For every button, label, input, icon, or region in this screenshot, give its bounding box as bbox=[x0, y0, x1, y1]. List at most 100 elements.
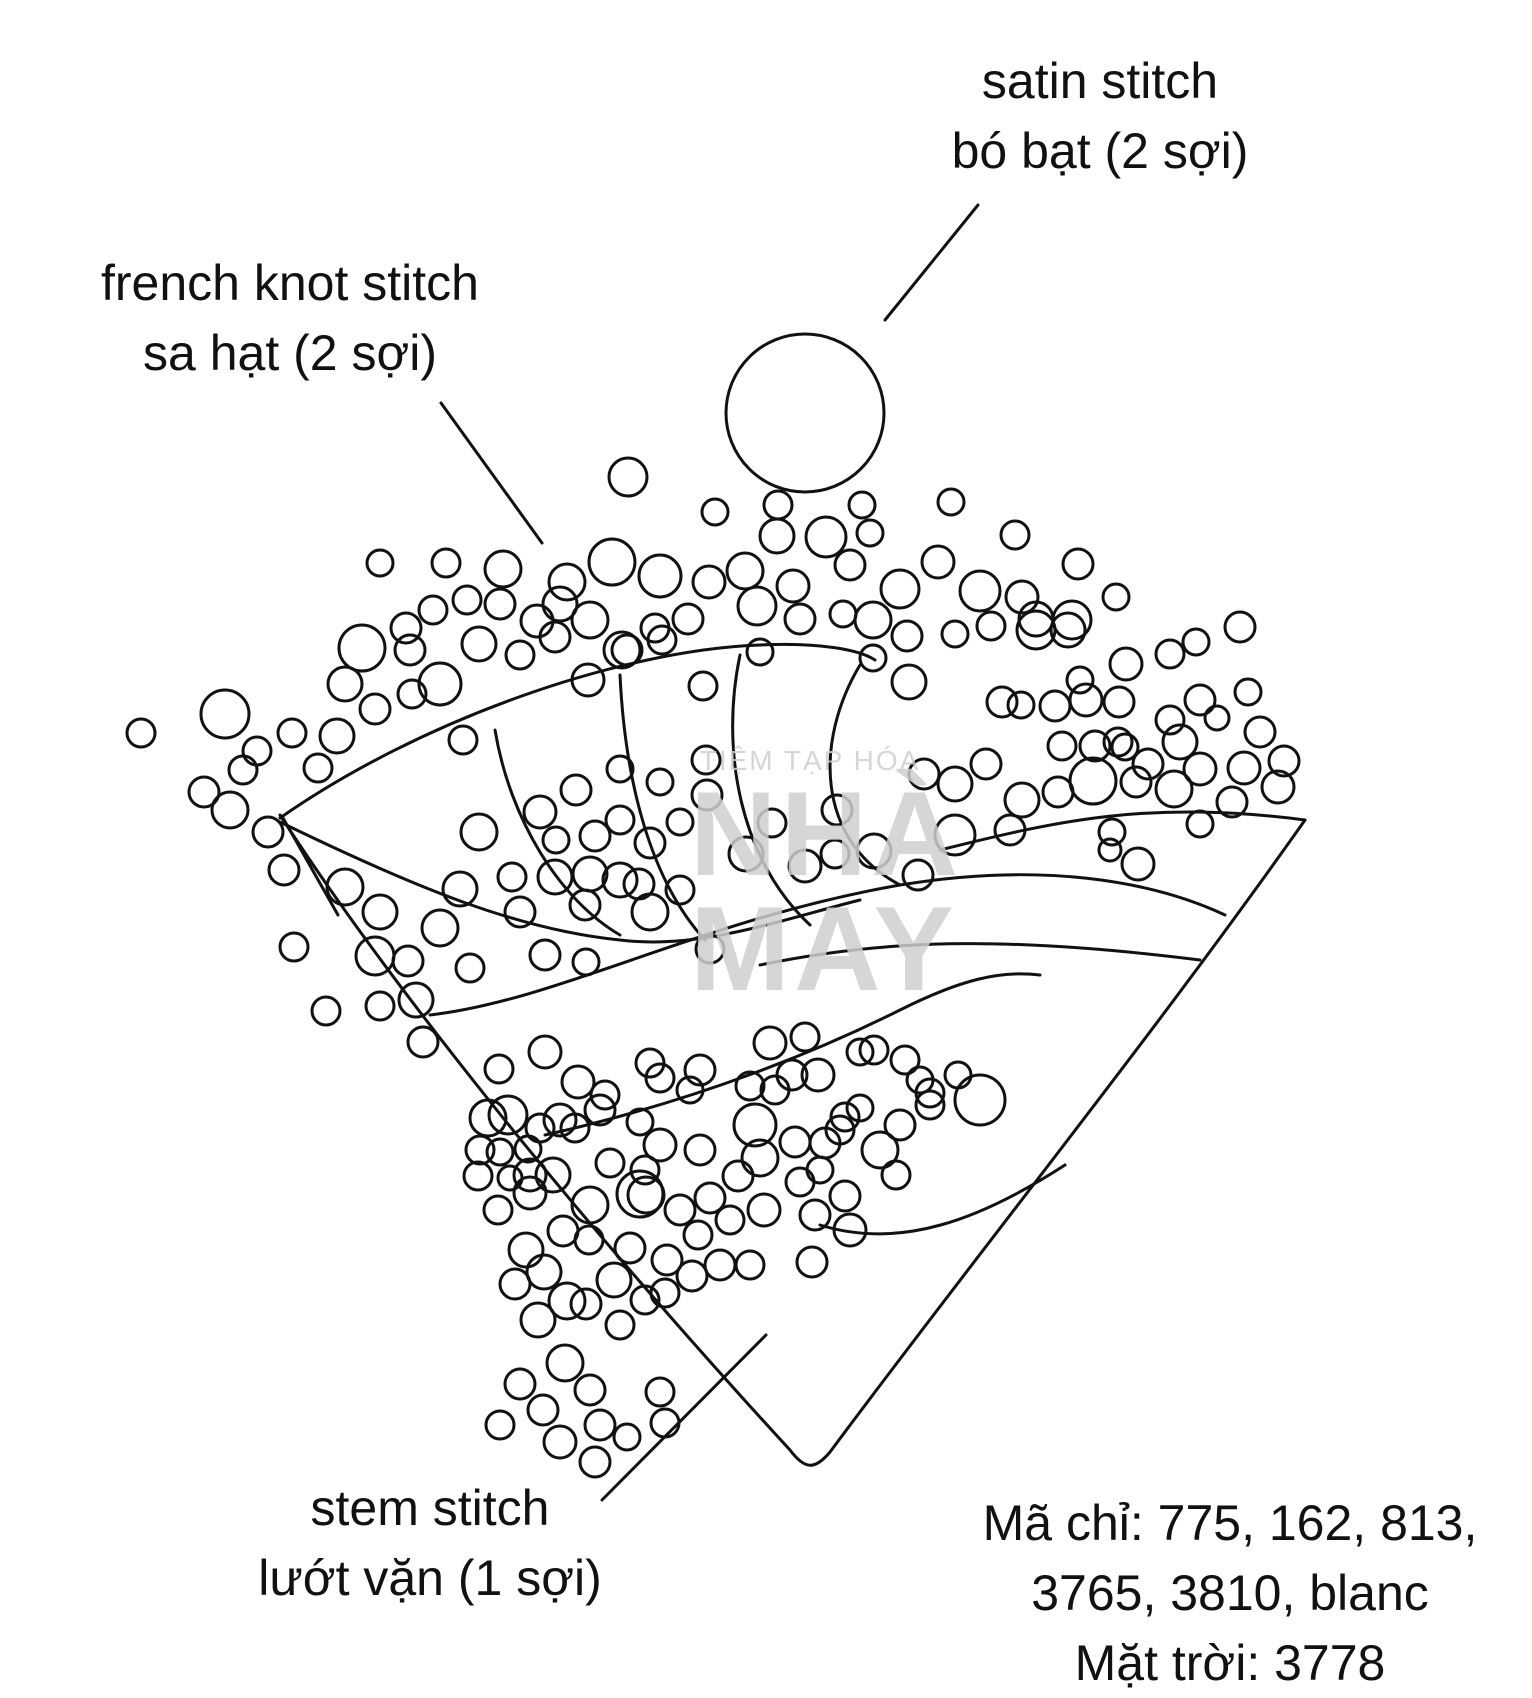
french-knot bbox=[1223, 610, 1257, 644]
french-knot bbox=[953, 1073, 1007, 1127]
french-knot bbox=[649, 1277, 681, 1309]
french-knot bbox=[547, 562, 587, 602]
french-knot bbox=[534, 1156, 572, 1194]
leader-stem bbox=[600, 1333, 768, 1502]
french-knot bbox=[759, 1074, 791, 1106]
french-knot bbox=[1161, 723, 1199, 761]
french-knot bbox=[1102, 685, 1136, 719]
french-knot bbox=[853, 600, 893, 640]
french-knot bbox=[227, 754, 259, 786]
french-knot bbox=[958, 569, 1002, 613]
french-knot bbox=[740, 1138, 780, 1178]
french-knot bbox=[125, 717, 157, 749]
french-knot bbox=[451, 584, 483, 616]
french-knot bbox=[605, 754, 635, 784]
french-knot bbox=[805, 1155, 835, 1185]
french-knot bbox=[736, 585, 778, 627]
french-knot bbox=[570, 600, 610, 640]
french-knot bbox=[364, 990, 396, 1022]
french-knot bbox=[595, 1261, 633, 1299]
french-knot bbox=[783, 602, 817, 636]
french-knot bbox=[1154, 769, 1194, 809]
french-knot bbox=[487, 1094, 529, 1136]
french-knot bbox=[1101, 582, 1131, 612]
french-knot bbox=[860, 1130, 900, 1170]
french-knot bbox=[570, 662, 606, 698]
french-knot bbox=[310, 995, 342, 1027]
french-knot bbox=[1046, 730, 1078, 762]
french-knot bbox=[1183, 683, 1217, 717]
french-knot bbox=[604, 1309, 636, 1341]
french-knot bbox=[460, 625, 498, 663]
french-knot bbox=[819, 838, 851, 870]
french-knot bbox=[519, 1301, 557, 1339]
french-knot bbox=[1131, 747, 1165, 781]
french-knot bbox=[646, 624, 678, 656]
french-knot bbox=[578, 819, 612, 853]
french-knot bbox=[447, 724, 479, 756]
french-knot bbox=[354, 935, 396, 977]
french-knot bbox=[914, 1089, 946, 1121]
french-knot bbox=[703, 1248, 737, 1282]
french-knot bbox=[858, 643, 888, 673]
french-knot bbox=[734, 1070, 766, 1102]
french-knot bbox=[528, 938, 562, 972]
french-knot bbox=[855, 518, 885, 548]
french-knot bbox=[578, 1445, 612, 1479]
french-knot bbox=[683, 1053, 717, 1087]
french-knot bbox=[1108, 646, 1144, 682]
french-knot bbox=[613, 1231, 647, 1265]
french-knot bbox=[365, 548, 395, 578]
french-knot bbox=[430, 547, 462, 579]
french-knot bbox=[397, 981, 435, 1019]
french-knot bbox=[1068, 682, 1104, 718]
cone-left-stub bbox=[281, 816, 340, 917]
label-satin-line2: bó bạt (2 sợi) bbox=[951, 123, 1249, 179]
french-knot bbox=[1260, 769, 1296, 805]
watermark-line1: TIỆM TẠP HÓA bbox=[699, 745, 921, 776]
french-knot bbox=[880, 1159, 912, 1191]
wave-1 bbox=[938, 810, 1307, 852]
french-knot bbox=[610, 633, 644, 667]
french-knot bbox=[498, 1267, 532, 1301]
french-knot bbox=[855, 832, 893, 870]
french-knot bbox=[318, 717, 356, 755]
french-knot bbox=[798, 1198, 832, 1232]
french-knot bbox=[690, 778, 724, 812]
french-knots bbox=[125, 456, 1301, 1479]
french-knot bbox=[933, 813, 977, 857]
french-knot bbox=[1051, 599, 1093, 641]
french-knot bbox=[999, 519, 1031, 551]
french-knot bbox=[714, 1204, 746, 1236]
french-knot bbox=[734, 1249, 766, 1281]
french-knot bbox=[612, 1422, 642, 1452]
french-knot bbox=[746, 1192, 782, 1228]
french-knot bbox=[483, 1053, 515, 1085]
french-knot bbox=[507, 1231, 545, 1269]
french-knot bbox=[756, 807, 788, 839]
french-knot bbox=[721, 1159, 755, 1193]
french-knot bbox=[795, 1245, 829, 1279]
french-knot bbox=[571, 947, 601, 977]
french-knot bbox=[417, 661, 463, 707]
french-knot bbox=[276, 717, 308, 749]
french-knot bbox=[694, 933, 726, 965]
french-knot bbox=[975, 610, 1007, 642]
french-knot bbox=[454, 952, 486, 984]
vein-1 bbox=[493, 728, 622, 937]
french-knot bbox=[784, 1166, 816, 1198]
vein-3 bbox=[731, 653, 812, 927]
french-knot bbox=[1003, 781, 1041, 819]
french-knot bbox=[1068, 756, 1118, 806]
french-knot bbox=[752, 1025, 788, 1061]
label-satin-stitch: satin stitch bó bạt (2 sợi) bbox=[900, 46, 1300, 186]
french-knot bbox=[526, 1393, 560, 1427]
vein-4 bbox=[828, 663, 902, 887]
french-knot bbox=[468, 1098, 508, 1138]
french-knot bbox=[278, 931, 310, 963]
french-knot bbox=[512, 1175, 548, 1211]
french-knot bbox=[1233, 677, 1263, 707]
french-knot bbox=[484, 1409, 516, 1441]
french-knot bbox=[594, 1147, 626, 1179]
french-knot bbox=[914, 1077, 946, 1109]
